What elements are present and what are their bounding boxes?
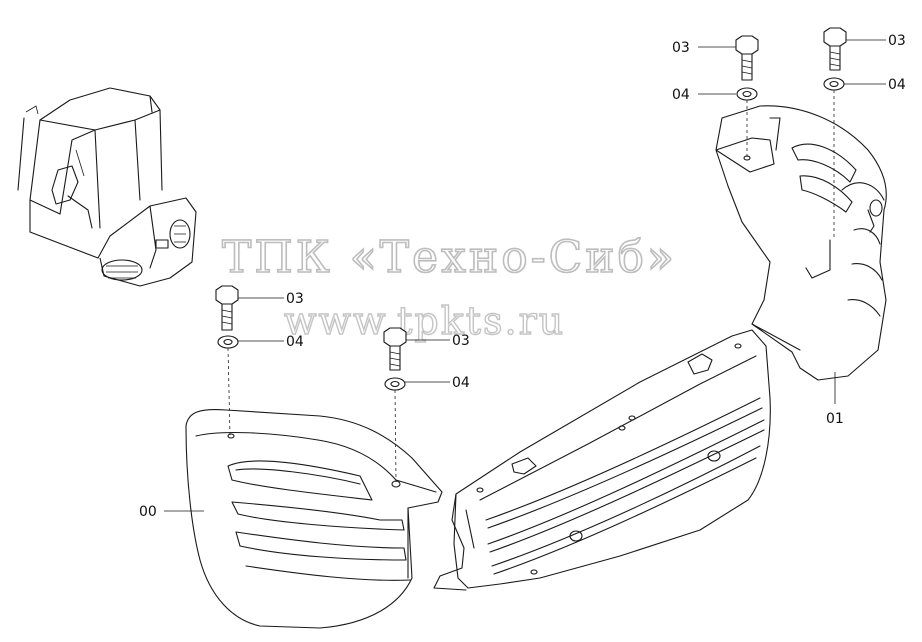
bolt-03-top-right: [823, 27, 847, 71]
bolt-03-mid-left: [215, 285, 239, 331]
washer-04-mid-left: [217, 335, 239, 349]
counterweight-body: [433, 329, 771, 591]
callout-04-top-left: 04: [672, 87, 690, 103]
callout-03-top-right: 03: [888, 33, 906, 49]
washer-04-top-left: [736, 87, 758, 101]
part-00-left-cover: [185, 408, 443, 629]
washer-04-top-right: [823, 77, 845, 91]
bolt-03-top-left: [735, 35, 759, 81]
watermark: ТПК «Техно-Сиб» www.tpkts.ru: [221, 231, 677, 344]
assembly-lines: [227, 90, 835, 483]
callout-labels: 03 04 03 04 03 04 03 04 00 01: [139, 33, 906, 520]
watermark-company: ТПК «Техно-Сиб»: [222, 232, 677, 283]
bolt-03-mid-center: [383, 327, 407, 371]
watermark-url: www.tpkts.ru: [284, 299, 565, 343]
part-01-right-cover: [715, 105, 887, 381]
callout-04-mid-left: 04: [286, 334, 304, 350]
excavator-overview-illustration: [17, 87, 197, 287]
callout-04-top-right: 04: [888, 77, 906, 93]
callout-03-mid-left: 03: [286, 291, 304, 307]
callout-04-mid-center: 04: [452, 375, 470, 391]
callout-00-left-cover: 00: [139, 504, 157, 520]
leader-lines: [164, 39, 886, 512]
callout-03-mid-center: 03: [452, 333, 470, 349]
washer-04-mid-center: [384, 377, 406, 391]
callout-03-top-left: 03: [672, 40, 690, 56]
callout-01-right-cover: 01: [826, 411, 844, 427]
